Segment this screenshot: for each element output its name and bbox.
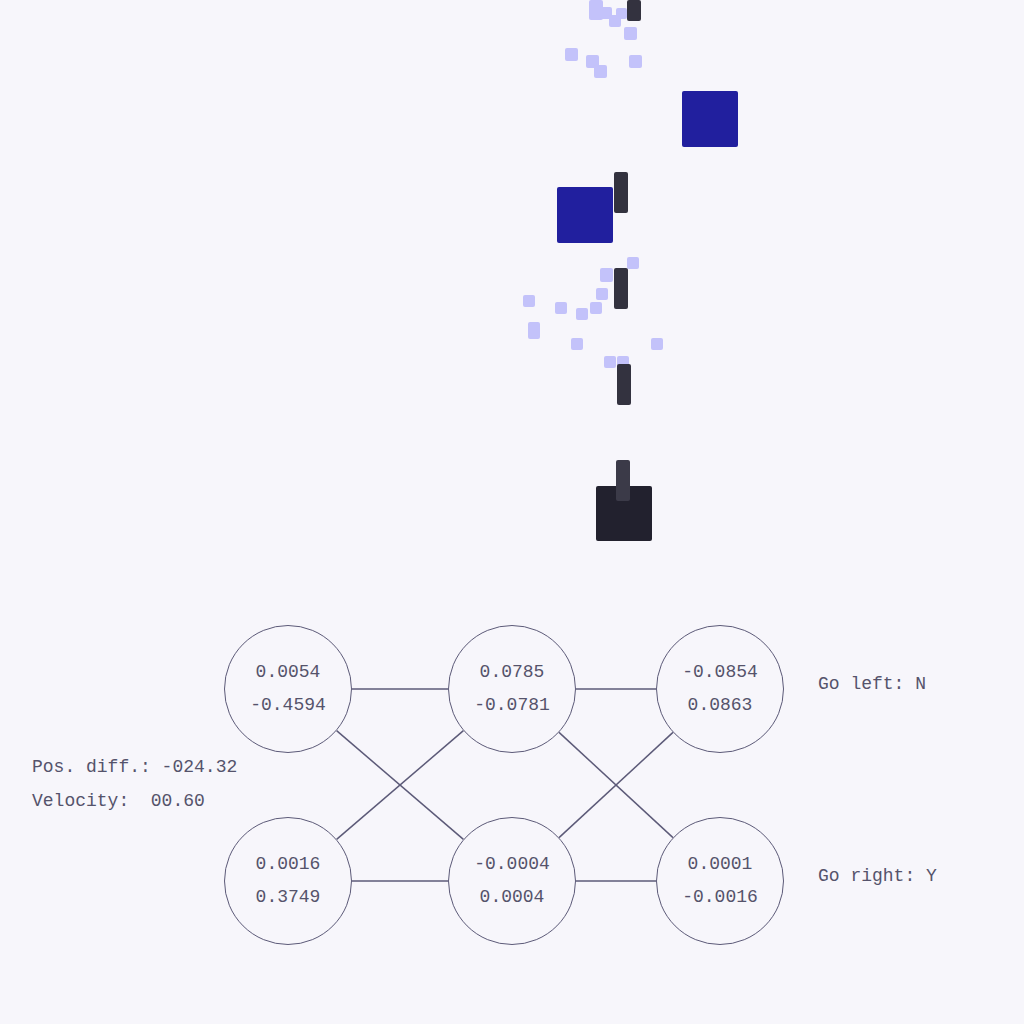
weight-line bbox=[559, 732, 673, 837]
neuron-value: 0.0054 bbox=[256, 656, 321, 689]
bullets bbox=[614, 0, 641, 405]
enemy-blocks bbox=[557, 91, 738, 243]
neuron-value: 0.0016 bbox=[256, 848, 321, 881]
neuron-circle: -0.00040.0004 bbox=[448, 817, 576, 945]
neuron-circle: 0.0054-0.4594 bbox=[224, 625, 352, 753]
neuron-value: -0.4594 bbox=[250, 689, 326, 722]
neuron-value: -0.0016 bbox=[682, 881, 758, 914]
neuron-value: 0.0001 bbox=[688, 848, 753, 881]
neuron-value: -0.0781 bbox=[474, 689, 550, 722]
tank-barrel bbox=[616, 460, 630, 501]
input-readout: Pos. diff.: -024.32 bbox=[32, 756, 237, 778]
weight-line bbox=[337, 731, 464, 840]
weight-line bbox=[576, 688, 656, 690]
weight-line bbox=[559, 732, 673, 837]
neuron-circle: 0.00160.3749 bbox=[224, 817, 352, 945]
output-readout: Go left: N bbox=[818, 673, 926, 695]
input-readout: Velocity: 00.60 bbox=[32, 790, 205, 812]
output-readout: Go right: Y bbox=[818, 865, 937, 887]
neuron-value: -0.0854 bbox=[682, 656, 758, 689]
weight-line bbox=[352, 688, 448, 690]
explosion-particles bbox=[523, 0, 663, 368]
neuron-value: 0.3749 bbox=[256, 881, 321, 914]
weight-line bbox=[576, 880, 656, 882]
weight-line bbox=[352, 880, 448, 882]
neuron-value: -0.0004 bbox=[474, 848, 550, 881]
neuron-value: 0.0004 bbox=[480, 881, 545, 914]
neuron-circle: 0.0001-0.0016 bbox=[656, 817, 784, 945]
neuron-circle: 0.0785-0.0781 bbox=[448, 625, 576, 753]
neuron-value: 0.0863 bbox=[688, 689, 753, 722]
neuron-circle: -0.08540.0863 bbox=[656, 625, 784, 753]
neuron-value: 0.0785 bbox=[480, 656, 545, 689]
weight-line bbox=[337, 731, 464, 840]
